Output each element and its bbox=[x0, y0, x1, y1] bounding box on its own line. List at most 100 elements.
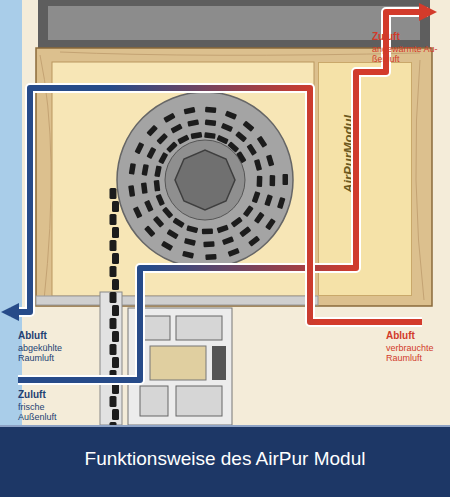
shutter-slat bbox=[265, 218, 276, 230]
flow-description: abgekühlte Raumluft bbox=[18, 343, 82, 363]
shutter-slat bbox=[112, 331, 119, 342]
shutter-slat bbox=[254, 212, 265, 224]
grain-line bbox=[40, 55, 51, 300]
caption-band bbox=[0, 425, 450, 497]
shutter-slat bbox=[246, 144, 257, 156]
shutter-slat bbox=[167, 229, 179, 239]
grain-line bbox=[60, 52, 420, 55]
shutter-slat bbox=[222, 236, 234, 245]
shutter-slat bbox=[112, 357, 119, 368]
shutter-slat bbox=[170, 123, 182, 133]
shutter-slat bbox=[110, 318, 117, 329]
shutter-slat bbox=[156, 133, 168, 145]
shutter-slat bbox=[184, 107, 196, 115]
shutter-slat bbox=[228, 248, 240, 257]
shutter-slat bbox=[112, 409, 119, 420]
octagon-shaft bbox=[175, 150, 235, 210]
flow-heading: Zuluft bbox=[18, 389, 82, 400]
shutter-slat bbox=[154, 165, 161, 177]
flow-heading: Abluft bbox=[386, 330, 448, 341]
shutter-slat bbox=[133, 206, 143, 218]
shutter-slat bbox=[270, 175, 276, 186]
shutter-slat bbox=[266, 154, 274, 166]
shutter-slat bbox=[203, 241, 214, 247]
flow-description: angewärmte Au- ßenluft bbox=[372, 44, 442, 64]
shutter-slat bbox=[129, 163, 136, 175]
supply-air-flow bbox=[18, 12, 428, 380]
shutter-slat bbox=[239, 226, 251, 237]
shutter-slat bbox=[110, 292, 117, 303]
shutter-slat bbox=[128, 185, 135, 197]
shutter-slat bbox=[110, 240, 117, 251]
shutter-slat bbox=[173, 217, 185, 228]
shutter-slat bbox=[186, 225, 198, 233]
shutter-slat bbox=[205, 254, 216, 260]
shutter-slat bbox=[110, 370, 117, 381]
shutter-slat bbox=[144, 200, 154, 212]
profile-seal bbox=[212, 346, 226, 380]
sill-plate bbox=[36, 296, 318, 305]
shutter-slat bbox=[254, 159, 262, 171]
airflow-outline bbox=[10, 88, 422, 322]
shutter-slat bbox=[154, 180, 161, 192]
shutter-slat bbox=[110, 266, 117, 277]
shutter-slat bbox=[191, 132, 203, 139]
shutter-slat bbox=[204, 132, 216, 139]
profile-chamber bbox=[140, 386, 168, 416]
shutter-slat bbox=[110, 344, 117, 355]
shutter-slat bbox=[153, 216, 164, 228]
flow-heading: Zuluft bbox=[372, 31, 442, 42]
shutter-slat bbox=[217, 225, 229, 234]
shutter-slat bbox=[221, 123, 233, 132]
shutter-slat bbox=[146, 147, 156, 159]
shutter-slat bbox=[146, 125, 158, 137]
shutter-slat bbox=[110, 214, 117, 225]
shutter-slat bbox=[277, 197, 286, 209]
shutter-slat bbox=[187, 119, 199, 127]
shutter-slat bbox=[156, 194, 165, 206]
shutter-slat bbox=[141, 182, 148, 194]
flow-heading: Abluft bbox=[18, 330, 82, 341]
shutter-slat bbox=[227, 141, 239, 152]
shutter-slat bbox=[257, 136, 268, 148]
shutter-slat bbox=[177, 134, 189, 144]
shutter-slat bbox=[144, 225, 155, 237]
shutter-slat bbox=[110, 396, 117, 407]
hanging-shutter bbox=[110, 188, 120, 433]
caption-rule bbox=[0, 425, 450, 427]
shutter-slat bbox=[235, 131, 247, 142]
profile-chamber bbox=[176, 316, 222, 340]
shutter-slat bbox=[112, 253, 119, 264]
flow-description: verbrauchte Raumluft bbox=[386, 343, 448, 363]
window-profile bbox=[128, 308, 232, 425]
shutter-slat bbox=[161, 241, 173, 251]
module-label: AirPurModul bbox=[341, 115, 356, 193]
shutter-slat bbox=[166, 141, 178, 153]
profile-frame bbox=[128, 308, 232, 425]
shutter-slat bbox=[182, 251, 194, 259]
shutter-slat bbox=[225, 111, 237, 120]
roller-hub bbox=[165, 140, 245, 220]
module-box: AirPurModul bbox=[318, 62, 412, 296]
shutter-slat bbox=[205, 119, 217, 126]
shutter-slat bbox=[112, 201, 119, 212]
flow-description: frische Außenluft bbox=[18, 402, 82, 422]
shutter-slat bbox=[236, 151, 246, 163]
shutter-slat bbox=[257, 176, 263, 187]
shutter-slat bbox=[252, 191, 261, 203]
roller-drum bbox=[117, 92, 293, 268]
shutter-slat bbox=[216, 135, 228, 145]
lintel-core bbox=[48, 6, 420, 40]
shutter-slat bbox=[142, 164, 149, 176]
shutter-slat bbox=[158, 152, 168, 164]
shutter-slat bbox=[264, 194, 273, 206]
shutter-slat bbox=[243, 205, 254, 217]
shutter-slat bbox=[243, 121, 255, 132]
roller-chamber bbox=[52, 62, 314, 296]
grain-line bbox=[416, 60, 424, 300]
